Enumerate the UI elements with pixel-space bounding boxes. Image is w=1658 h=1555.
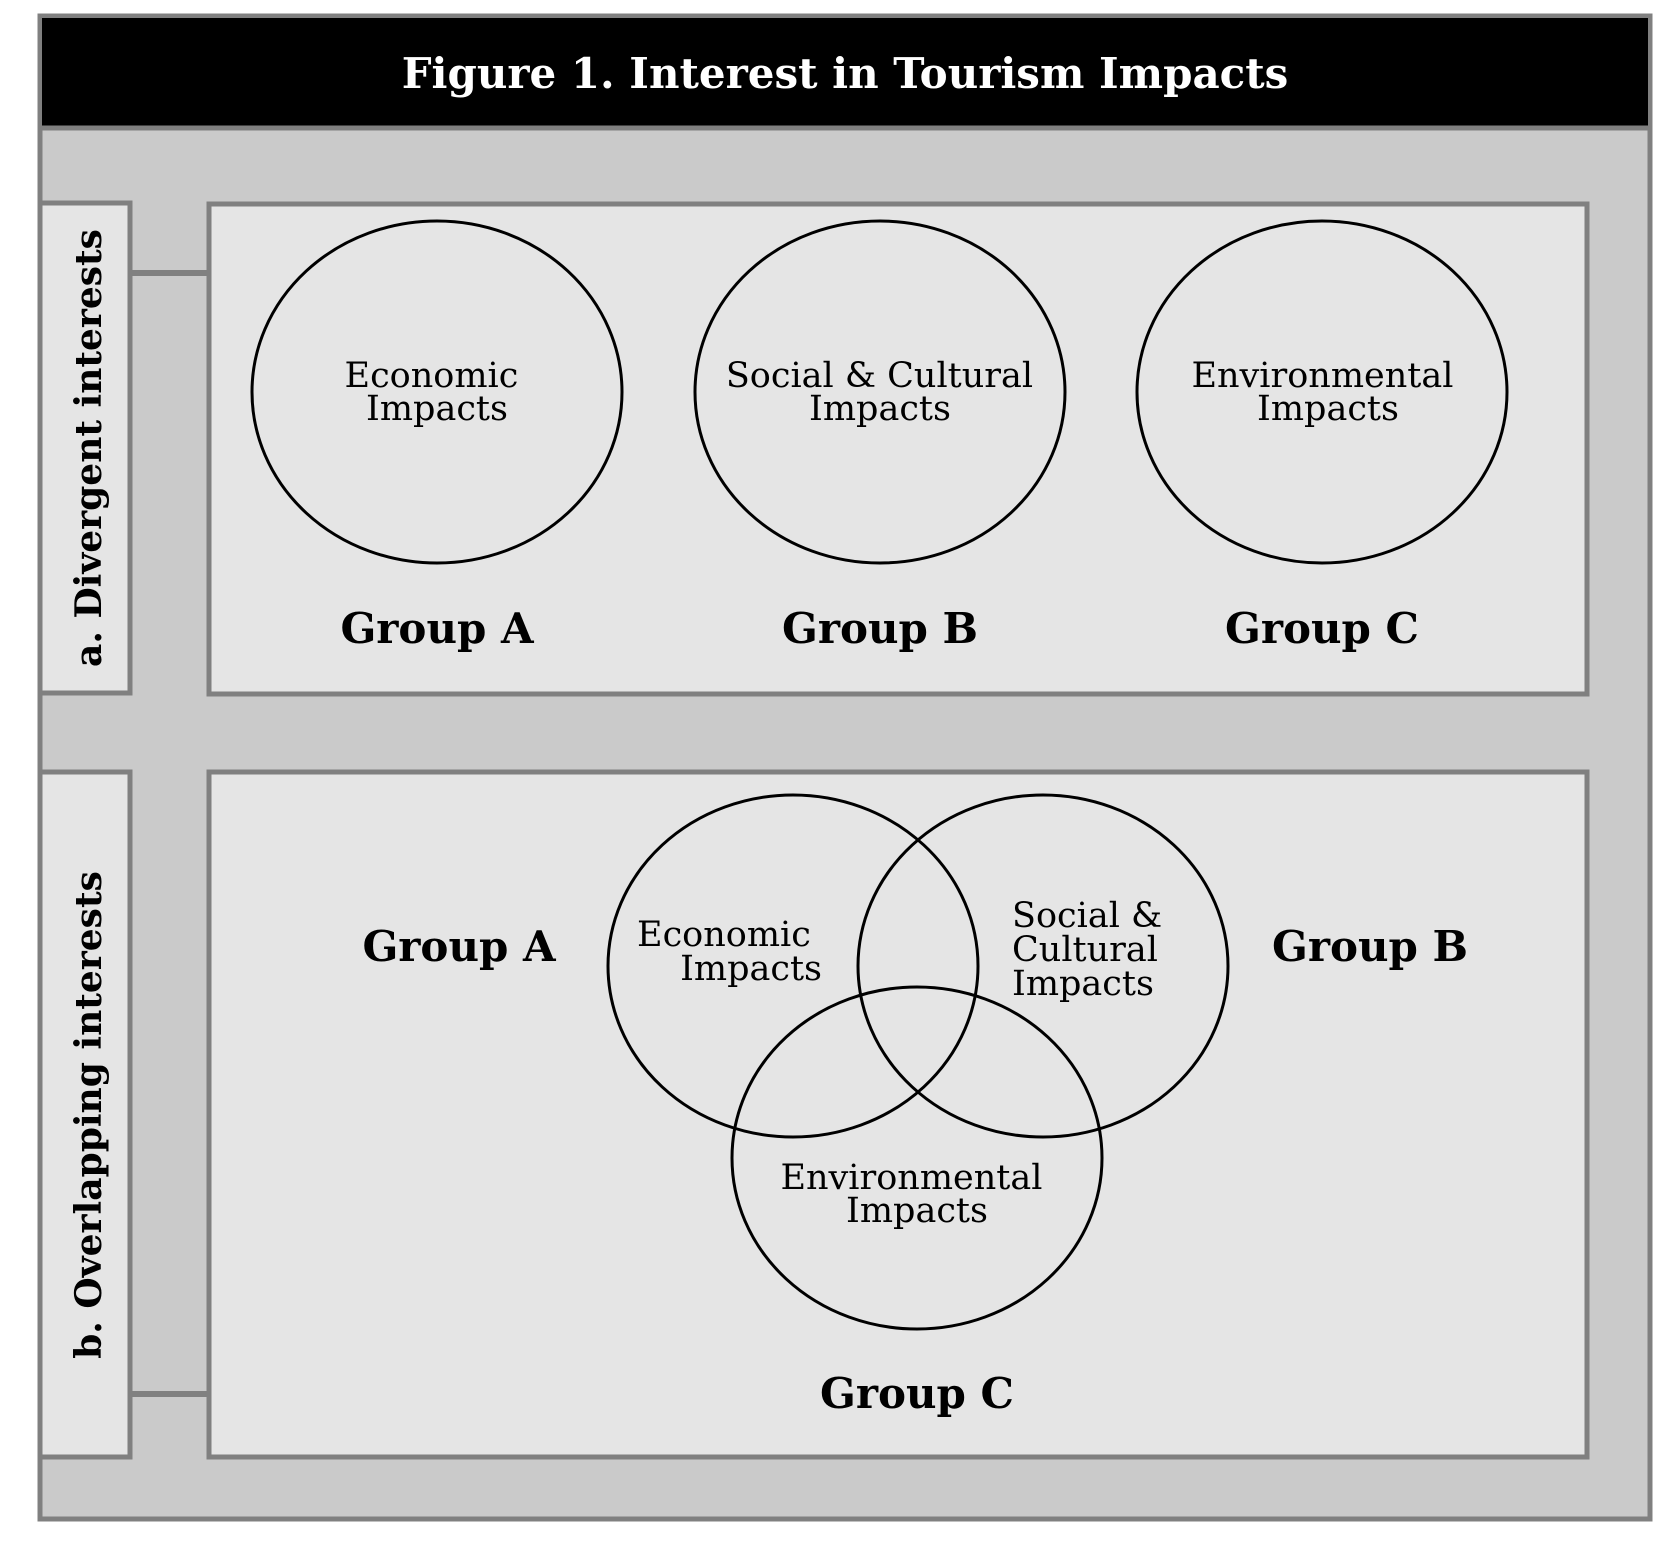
panel-a-label-box xyxy=(37,200,133,696)
text-line: Impacts xyxy=(680,949,822,989)
panel-b-economic-circle xyxy=(606,793,980,1139)
text-line: Impacts xyxy=(846,1191,988,1231)
text-line: Social & Cultural xyxy=(726,356,1033,396)
text-line: Social & xyxy=(1012,896,1162,936)
text-line: Impacts xyxy=(1012,964,1154,1004)
panel-b-social-cultural-circle xyxy=(856,793,1230,1139)
text-line: Environmental xyxy=(1191,356,1453,396)
panel-a-economic-circle xyxy=(250,219,624,565)
figure-title: Figure 1. Interest in Tourism Impacts xyxy=(402,49,1289,98)
panel-a-environmental-circle xyxy=(1135,219,1509,565)
panel-b-social-cultural-label: Social & Cultural Impacts xyxy=(1012,896,1173,1004)
title-bar xyxy=(42,18,1648,126)
text-line: Economic xyxy=(637,915,811,955)
text-line: Impacts xyxy=(809,389,951,429)
panel-b-label-box xyxy=(37,769,133,1460)
panel-b-environmental-label: Environmental Impacts xyxy=(780,1158,1053,1231)
panel-a-group-c: Group C xyxy=(1225,604,1419,653)
panel-a-environmental-label: Environmental Impacts xyxy=(1191,356,1464,429)
text-line: Cultural xyxy=(1012,930,1158,970)
panel-a-economic-label: Economic Impacts xyxy=(345,356,530,429)
panel-a-label: a. Divergent interests xyxy=(68,229,110,667)
panel-b-environmental-circle xyxy=(730,985,1104,1331)
panel-b-group-c: Group C xyxy=(820,1369,1014,1418)
panel-b-group-b: Group B xyxy=(1272,922,1468,971)
panel-a-social-cultural-label: Social & Cultural Impacts xyxy=(726,356,1044,429)
panel-a-group-b: Group B xyxy=(782,604,978,653)
panel-b-group-a: Group A xyxy=(362,922,557,971)
panel-b-label: b. Overlapping interests xyxy=(68,871,110,1359)
panel-b-economic-label: Economic Impacts xyxy=(637,915,822,989)
text-line: Environmental xyxy=(780,1158,1042,1198)
panel-a-social-cultural-circle xyxy=(693,219,1067,565)
panel-b-connector xyxy=(130,1391,209,1397)
panel-b xyxy=(206,769,1590,1460)
panel-a-connector xyxy=(130,270,209,276)
text-line: Impacts xyxy=(1257,389,1399,429)
panel-a-group-a: Group A xyxy=(340,604,535,653)
text-line: Impacts xyxy=(366,389,508,429)
panel-a xyxy=(206,201,1590,697)
text-line: Economic xyxy=(345,356,519,396)
